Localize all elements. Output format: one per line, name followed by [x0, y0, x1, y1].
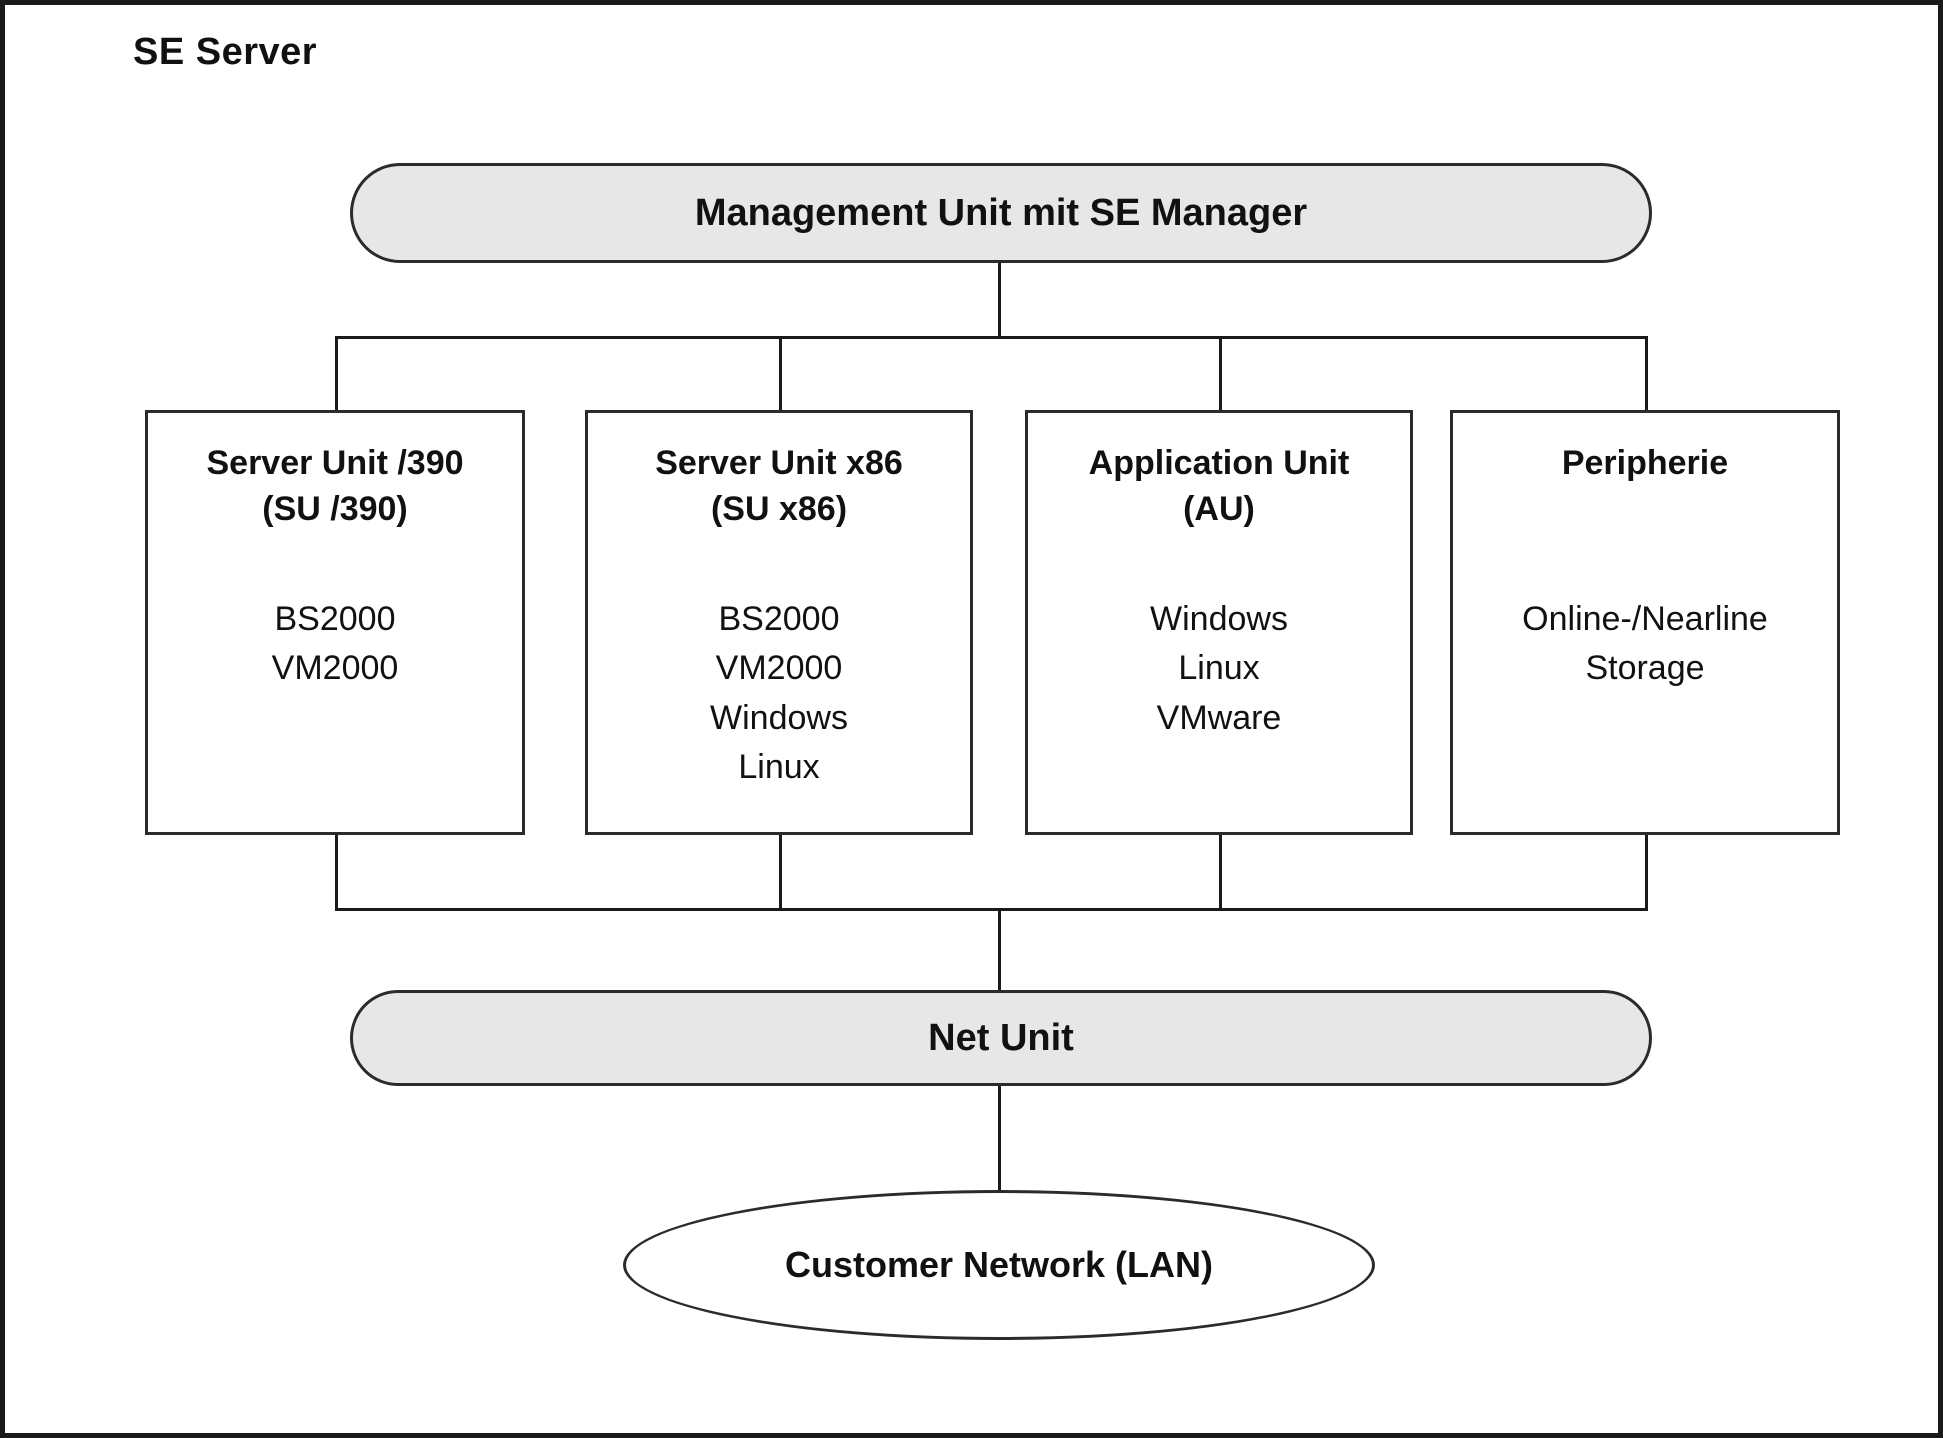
- connector-drop-au: [1219, 336, 1222, 410]
- connector-drop-peripherie: [1645, 336, 1648, 410]
- connector-drop-su390: [335, 336, 338, 410]
- diagram-title: SE Server: [133, 31, 318, 73]
- connector-rise-su390: [335, 835, 338, 911]
- net-unit-label: Net Unit: [928, 1016, 1074, 1059]
- management-unit-label: Management Unit mit SE Manager: [694, 191, 1308, 234]
- net-unit-node: Net Unit: [350, 990, 1652, 1086]
- connector-netunit-up: [998, 908, 1001, 990]
- connector-mgmt-down: [998, 263, 1001, 339]
- text-line: Linux: [738, 747, 820, 786]
- text-line: BS2000: [718, 600, 840, 638]
- text-line: VM2000: [715, 649, 843, 688]
- connector-bottom-bus: [335, 908, 1648, 911]
- text-line: Application Unit: [1088, 444, 1350, 482]
- management-unit-node: Management Unit mit SE Manager: [350, 163, 1652, 263]
- text-line: Server Unit x86: [655, 444, 903, 482]
- unit-title-peripherie: Peripherie: [1453, 441, 1837, 559]
- text-line: (AU): [1183, 489, 1255, 528]
- connector-rise-sux86: [779, 835, 782, 911]
- connector-lan: [998, 1086, 1001, 1192]
- customer-network-label: Customer Network (LAN): [784, 1244, 1214, 1285]
- text-line: Online-/Nearline: [1522, 600, 1768, 638]
- unit-title-au: Application Unit (AU): [1028, 441, 1410, 559]
- text-line: Linux: [1178, 649, 1260, 688]
- text-line: (SU /390): [262, 489, 408, 528]
- text-line: VM2000: [271, 649, 399, 688]
- text-line: Server Unit /390: [206, 444, 464, 482]
- text-line: VMware: [1156, 698, 1282, 737]
- text-line: Windows: [710, 698, 848, 737]
- connector-rise-peripherie: [1645, 835, 1648, 911]
- connector-rise-au: [1219, 835, 1222, 911]
- unit-title-su390: Server Unit /390 (SU /390): [148, 441, 522, 559]
- customer-network-node: Customer Network (LAN): [623, 1190, 1375, 1340]
- text-line: (SU x86): [710, 489, 848, 528]
- connector-top-bus: [335, 336, 1648, 339]
- text-line: Peripherie: [1561, 444, 1729, 482]
- unit-title-sux86: Server Unit x86 (SU x86): [588, 441, 970, 559]
- text-line: Windows: [1150, 600, 1288, 638]
- text-line: Storage: [1585, 649, 1705, 688]
- connector-drop-sux86: [779, 336, 782, 410]
- text-line: BS2000: [274, 600, 396, 638]
